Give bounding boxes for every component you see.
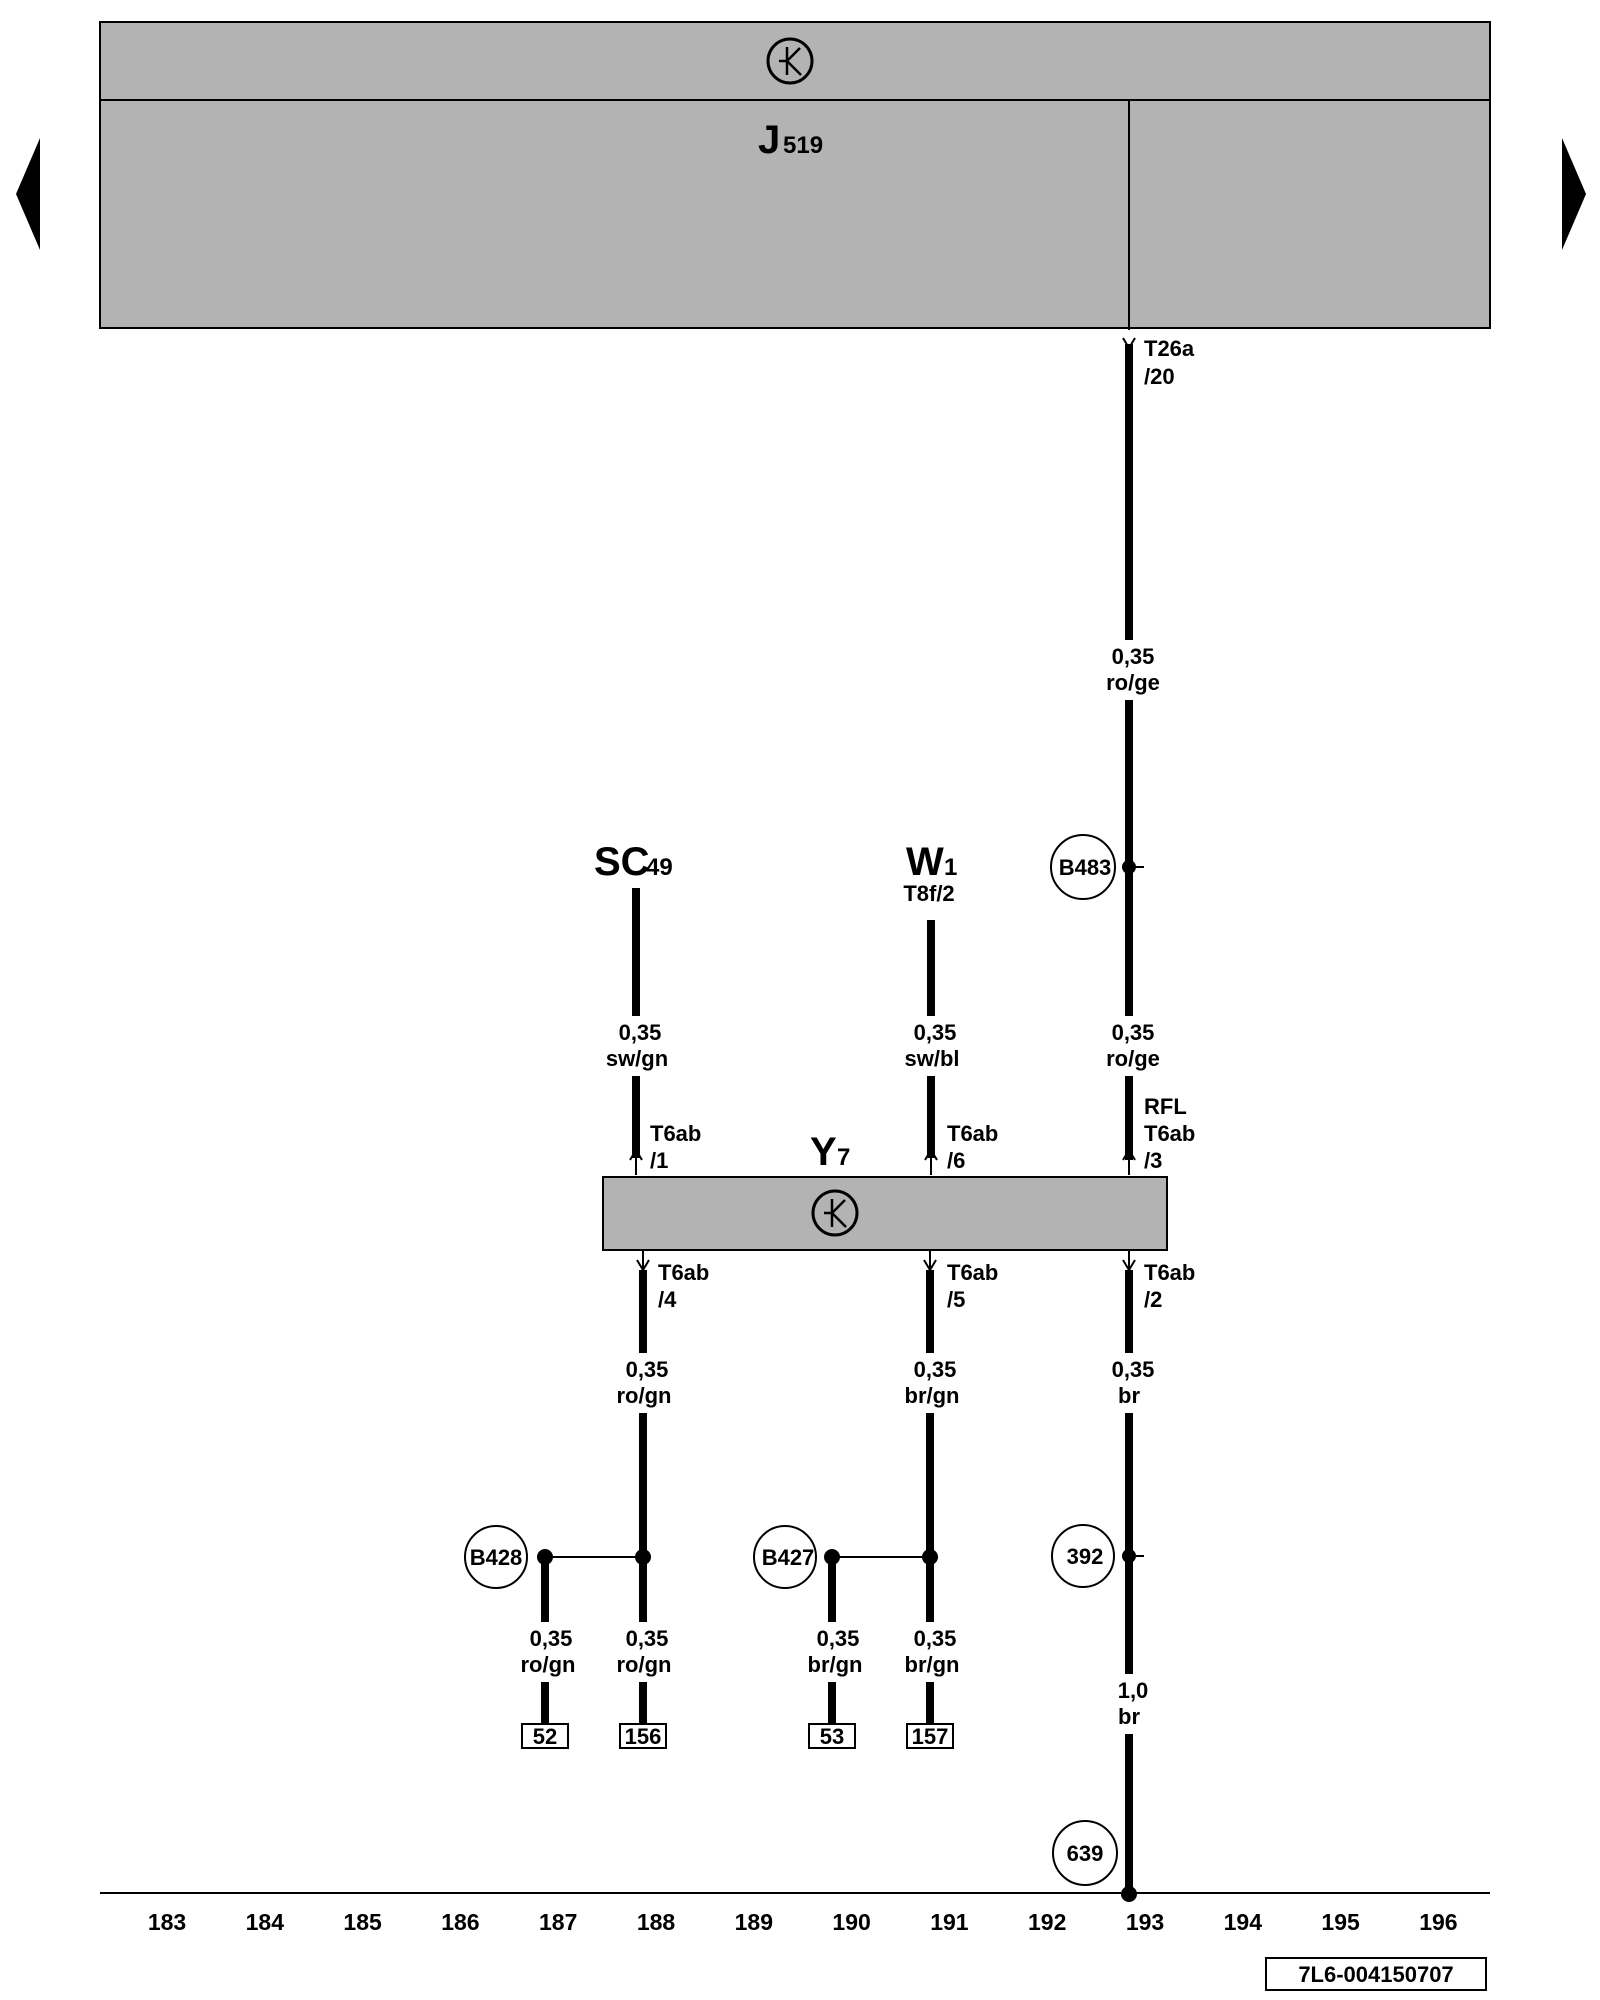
pin2-connector: T6ab [1144, 1260, 1195, 1285]
t26a-connector: T26a [1144, 336, 1195, 361]
wire-size-pin2: 0,35 [1112, 1357, 1155, 1382]
sc49-name: SC [594, 840, 650, 884]
arrow-left-icon[interactable] [16, 138, 40, 250]
ground-point-639: 639 [1067, 1841, 1104, 1866]
wire-size-j519-lower: 0,35 [1112, 1020, 1155, 1045]
track-number: 194 [1224, 1909, 1263, 1935]
wire-size-b428-left: 0,35 [530, 1626, 573, 1651]
j519-index: 519 [783, 132, 823, 159]
track-number: 193 [1126, 1909, 1164, 1935]
pin4-connector: T6ab [658, 1260, 709, 1285]
continuation-157[interactable]: 157 [912, 1724, 949, 1749]
electronic-symbol-icon [811, 1189, 859, 1237]
track-number: 187 [539, 1909, 577, 1935]
pin1-number: /1 [650, 1148, 668, 1173]
pin3-extra: RFL [1144, 1094, 1187, 1119]
track-numbers: 183 184 185 186 187 188 189 190 191 192 193 194 195 1… [148, 1909, 1458, 1935]
j519-name: J [758, 118, 780, 162]
wire-color-j519-upper: ro/ge [1106, 670, 1160, 695]
pin4-number: /4 [658, 1287, 677, 1312]
pin6-number: /6 [947, 1148, 965, 1173]
wire-size-w1: 0,35 [914, 1020, 957, 1045]
pin2-number: /2 [1144, 1287, 1162, 1312]
track-number: 195 [1321, 1909, 1360, 1935]
y7-name: Y [810, 1130, 837, 1174]
pin3-number: /3 [1144, 1148, 1162, 1173]
wire-color-pin4: ro/gn [617, 1383, 672, 1408]
sc49-index: 49 [646, 854, 673, 881]
wire-color-b427-right: br/gn [905, 1652, 960, 1677]
pin1-connector: T6ab [650, 1121, 701, 1146]
wire-color-ground: br [1118, 1704, 1140, 1729]
track-number: 190 [832, 1909, 870, 1935]
wire-color-w1: sw/bl [904, 1046, 959, 1071]
continuation-156[interactable]: 156 [625, 1724, 662, 1749]
junction-b483: B483 [1059, 855, 1112, 880]
wire-size-pin5: 0,35 [914, 1357, 957, 1382]
track-number: 191 [930, 1909, 969, 1935]
wire-color-j519-lower: ro/ge [1106, 1046, 1160, 1071]
track-number: 186 [441, 1909, 479, 1935]
track-number: 189 [735, 1909, 773, 1935]
wire-color-pin5: br/gn [905, 1383, 960, 1408]
track-number: 183 [148, 1909, 186, 1935]
junction-392: 392 [1067, 1544, 1104, 1569]
t26a-pin: /20 [1144, 364, 1175, 389]
track-number: 192 [1028, 1909, 1066, 1935]
track-number: 184 [246, 1909, 285, 1935]
wire-color-pin2: br [1118, 1383, 1140, 1408]
wire-color-sc49: sw/gn [606, 1046, 668, 1071]
track-number: 185 [343, 1909, 382, 1935]
wire-color-b428-left: ro/gn [521, 1652, 576, 1677]
pin3-connector: T6ab [1144, 1121, 1195, 1146]
reference-code: 7L6-004150707 [1298, 1962, 1453, 1987]
wire-color-b427-left: br/gn [808, 1652, 863, 1677]
w1-connector: T8f/2 [903, 881, 954, 906]
wire-size-b428-right: 0,35 [626, 1626, 669, 1651]
wire-size-b427-left: 0,35 [817, 1626, 860, 1651]
junction-b427: B427 [762, 1545, 815, 1570]
track-number: 188 [637, 1909, 676, 1935]
w1-index: 1 [944, 854, 957, 881]
wire-size-pin4: 0,35 [626, 1357, 669, 1382]
pin5-connector: T6ab [947, 1260, 998, 1285]
y7-index: 7 [837, 1144, 850, 1171]
wire-size-b427-right: 0,35 [914, 1626, 957, 1651]
pin5-number: /5 [947, 1287, 965, 1312]
wire-size-sc49: 0,35 [619, 1020, 662, 1045]
wire-color-b428-right: ro/gn [617, 1652, 672, 1677]
w1-name: W [906, 840, 944, 884]
wire-size-j519-upper: 0,35 [1112, 644, 1155, 669]
electronic-symbol-icon [766, 37, 814, 85]
pin6-connector: T6ab [947, 1121, 998, 1146]
continuation-52[interactable]: 52 [533, 1724, 557, 1749]
arrow-right-icon[interactable] [1562, 138, 1586, 250]
wire-size-ground: 1,0 [1118, 1678, 1149, 1703]
track-number: 196 [1419, 1909, 1457, 1935]
continuation-53[interactable]: 53 [820, 1724, 844, 1749]
control-unit-j519: J 519 [99, 21, 1491, 329]
junction-b428: B428 [470, 1545, 523, 1570]
component-y7: Y 7 [602, 1130, 1168, 1251]
